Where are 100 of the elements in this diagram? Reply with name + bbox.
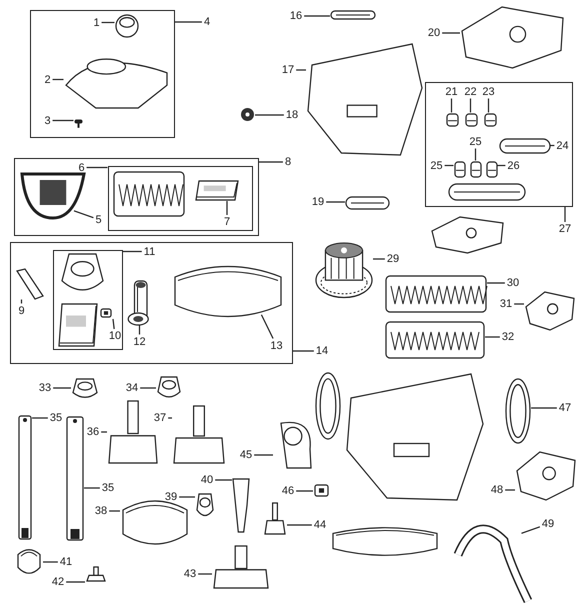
leader-line — [444, 164, 454, 166]
callout-number: 45 — [240, 449, 252, 461]
leader-line — [296, 69, 306, 71]
callout-number: 31 — [500, 298, 512, 310]
leader-line — [488, 98, 490, 112]
leader-line — [293, 350, 314, 352]
callout-number: 5 — [95, 214, 102, 226]
callout-number: 25 — [469, 136, 482, 148]
leader-line — [112, 318, 115, 330]
leader-line — [505, 489, 515, 491]
callout-number: 30 — [506, 277, 520, 289]
callout-number: 22 — [464, 86, 477, 98]
leader-line — [254, 454, 273, 456]
leader-line — [215, 479, 232, 481]
leader-line — [487, 282, 505, 284]
callout-number: 9 — [18, 304, 25, 316]
group-frame — [108, 166, 252, 230]
group-frame — [14, 158, 259, 236]
group-frame — [425, 82, 573, 207]
leader-line — [32, 417, 48, 419]
callout-number: 20 — [428, 27, 440, 39]
callout-number: 10 — [108, 330, 122, 342]
leader-line — [564, 207, 566, 222]
screw-drawing — [74, 118, 82, 128]
latch-drawing — [14, 268, 44, 300]
seal-drawing — [99, 307, 113, 319]
leader-line — [84, 487, 100, 489]
leader-line — [53, 387, 71, 389]
callout-number: 27 — [558, 223, 572, 235]
button-drawing — [446, 112, 458, 126]
callout-number: 25 — [430, 160, 443, 172]
callout-number: 35 — [50, 412, 62, 424]
callout-number: 33 — [38, 382, 52, 394]
callout-number: 38 — [94, 505, 108, 517]
group-frame — [10, 242, 293, 364]
crevice-tool-drawing — [232, 478, 250, 533]
callout-number: 1 — [93, 16, 100, 28]
leader-line — [326, 201, 345, 203]
callout-number: 47 — [558, 402, 572, 414]
callout-number: 43 — [184, 568, 196, 580]
leader-line — [255, 114, 284, 116]
callout-number: 41 — [60, 556, 72, 568]
leader-line — [485, 336, 500, 338]
group-frame — [30, 10, 175, 138]
clip-drawing — [330, 10, 376, 20]
leader-line — [101, 431, 107, 433]
callout-number: 48 — [490, 484, 504, 496]
small-nozzle-drawing — [263, 502, 287, 536]
filter-frame-drawing — [20, 170, 86, 220]
callout-number: 12 — [133, 336, 146, 348]
leader-line — [296, 490, 313, 492]
button-drawing — [464, 112, 478, 126]
floor-nozzle-drawing — [212, 545, 270, 590]
handle-housing-drawing — [460, 5, 565, 70]
leader-line — [260, 314, 274, 339]
leader-line — [521, 526, 540, 534]
leader-line — [442, 32, 460, 34]
wheel-drawing — [505, 378, 531, 444]
callout-number: 44 — [314, 519, 326, 531]
leader-line — [226, 201, 228, 215]
callout-number: 46 — [282, 485, 294, 497]
wand-drawing — [18, 415, 32, 540]
leader-line — [102, 22, 114, 24]
button-drawing — [454, 160, 466, 178]
knob-drawing — [114, 14, 138, 38]
callout-number: 4 — [204, 16, 210, 28]
leader-line — [198, 573, 212, 575]
callout-number: 3 — [44, 114, 51, 126]
wand-drawing — [66, 416, 84, 541]
filter-pad-drawing — [195, 179, 239, 201]
circuit-board-drawing — [515, 450, 577, 502]
leader-line — [373, 258, 385, 260]
bracket-drawing — [524, 290, 576, 332]
floor-nozzle-drawing — [172, 405, 226, 465]
button-drawing — [470, 160, 482, 178]
brush-roll-drawing — [385, 274, 487, 314]
leader-line — [122, 250, 142, 252]
callout-number: 37 — [154, 412, 166, 424]
callout-number: 42 — [52, 576, 64, 588]
leader-line — [287, 524, 312, 526]
callout-number: 13 — [270, 340, 283, 352]
leader-line — [109, 510, 120, 512]
leader-line — [52, 120, 74, 122]
callout-number: 14 — [316, 345, 328, 357]
callout-number: 17 — [282, 64, 294, 76]
tube-drawing — [126, 280, 152, 326]
gear-drawing — [240, 107, 255, 122]
callout-number: 8 — [284, 156, 292, 168]
leader-line — [140, 387, 156, 389]
grip-drawing — [345, 196, 390, 210]
switch-drawing — [498, 138, 550, 154]
callout-number: 32 — [502, 331, 514, 343]
leader-line — [74, 210, 94, 218]
housing-drawing — [306, 42, 424, 157]
leader-line — [474, 148, 476, 160]
leader-line — [52, 78, 64, 80]
callout-number: 35 — [102, 482, 114, 494]
callout-number: 24 — [556, 140, 569, 152]
leader-line — [304, 15, 330, 17]
callout-number: 26 — [507, 160, 520, 172]
